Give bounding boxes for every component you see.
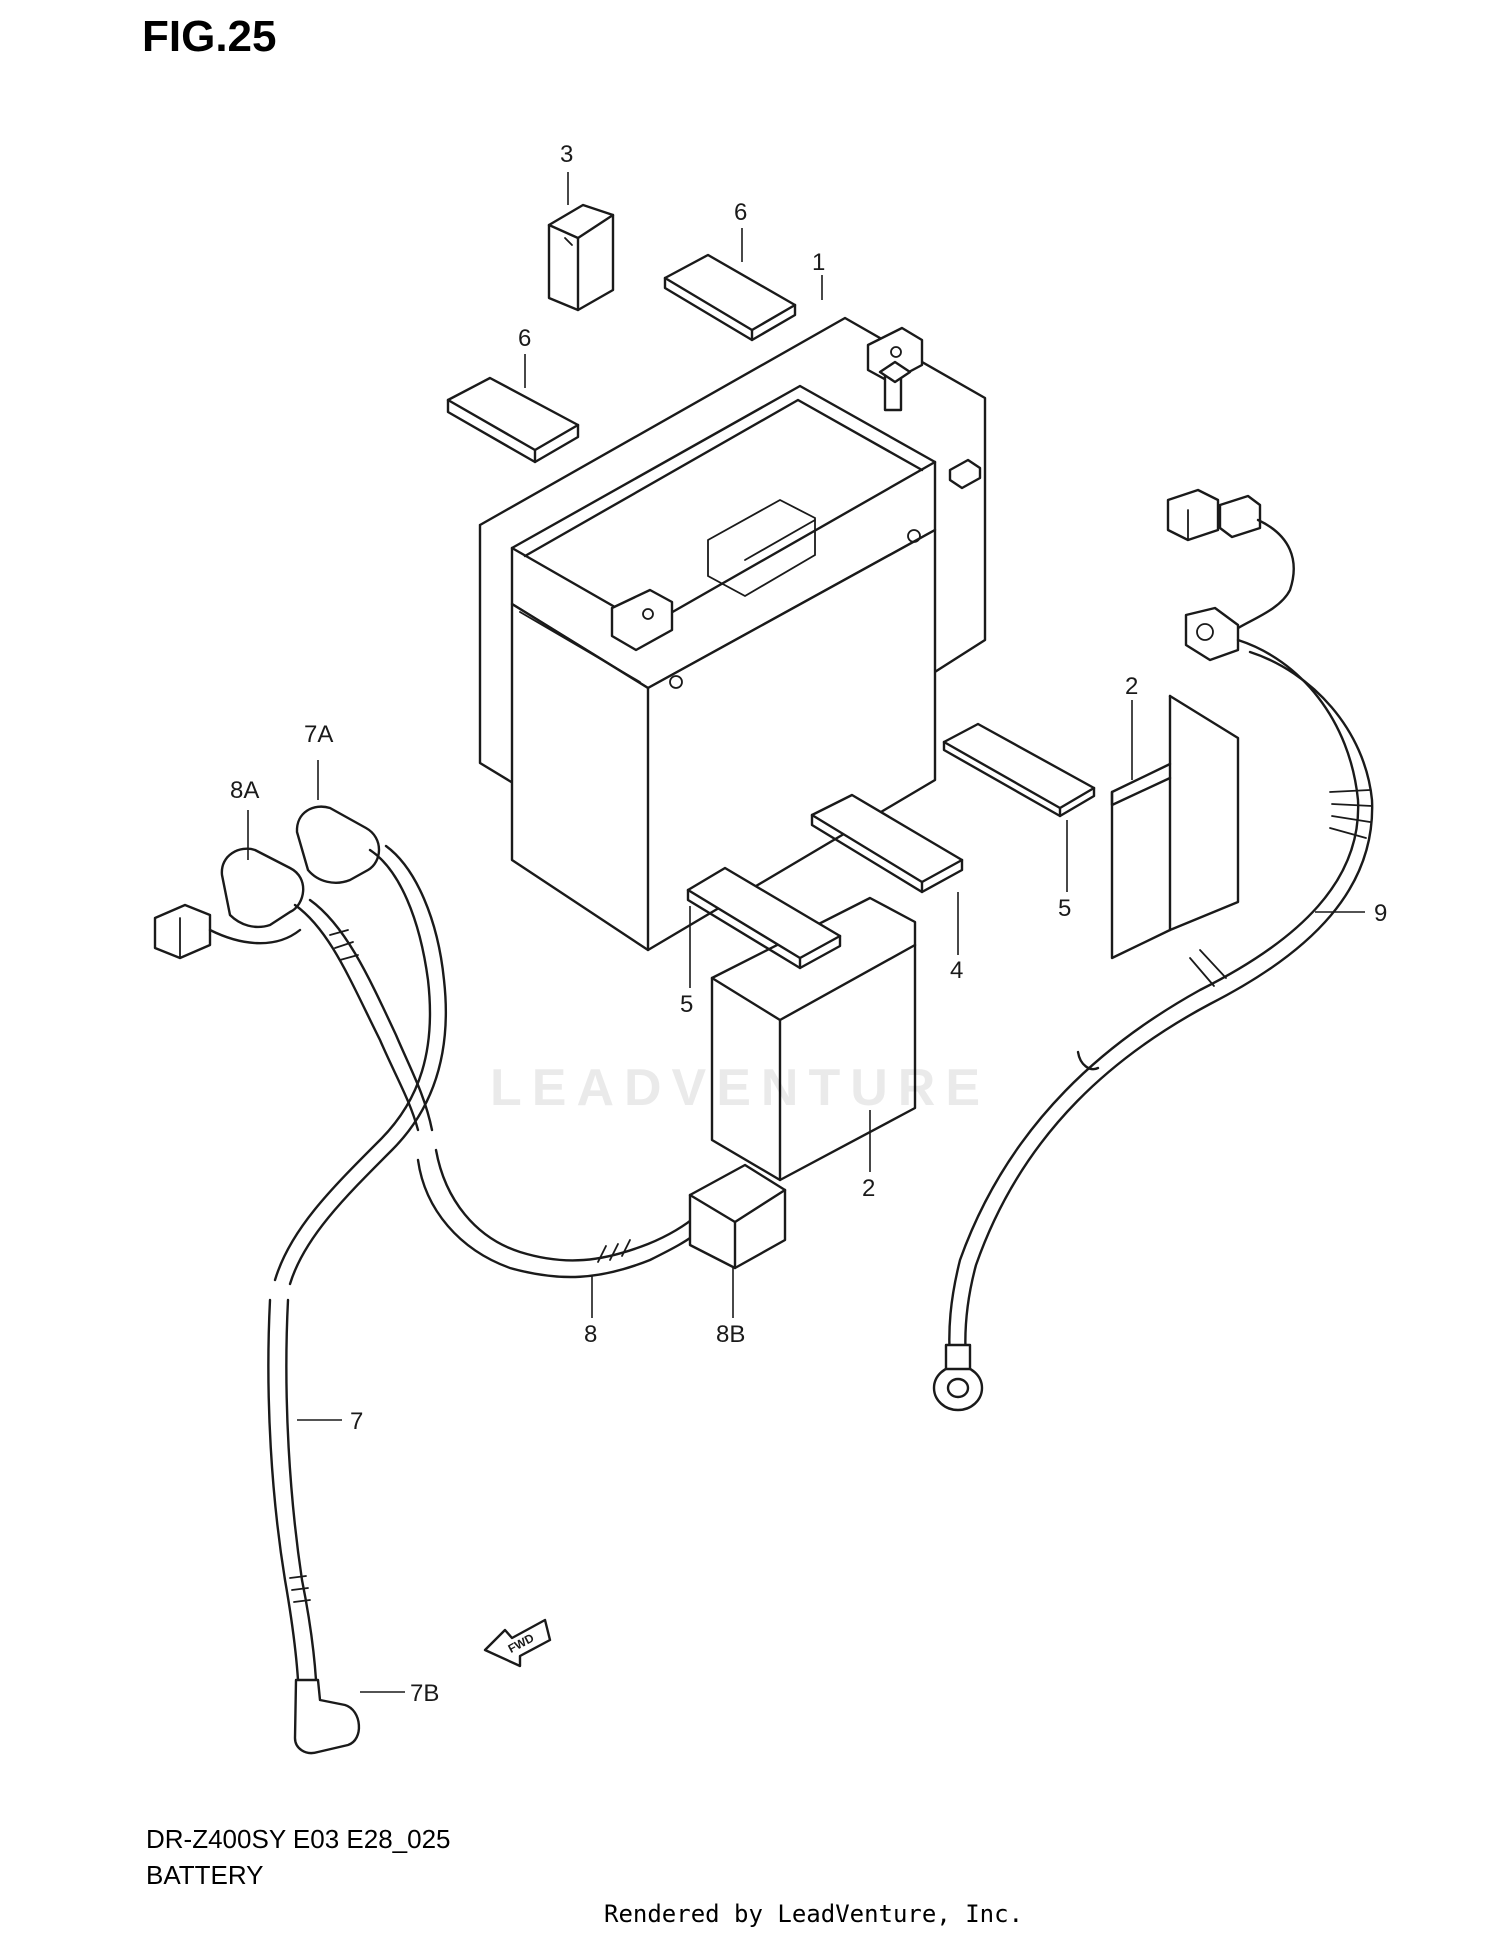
part-8-cable[interactable]: [153, 847, 787, 1279]
callout-4: 4: [950, 957, 963, 984]
cable-7-wrap-marks: [289, 1575, 311, 1603]
model-code: DR-Z400SY E03 E28_025: [146, 1824, 451, 1854]
part-5-pad-center[interactable]: [686, 866, 842, 970]
part-5-pad-right[interactable]: [942, 722, 1096, 818]
part-2-plate-center[interactable]: [710, 896, 917, 1182]
watermark: LEADVENTURE: [490, 1059, 991, 1117]
callout-8b: 8B: [716, 1321, 745, 1348]
cable-9-wrap-marks: [1189, 789, 1373, 987]
part-3-cushion-block[interactable]: [547, 203, 615, 312]
part-2-plate-right[interactable]: [1110, 694, 1240, 960]
battery-assembly-outline: [478, 316, 987, 862]
part-7-cable[interactable]: [267, 805, 448, 1755]
callout-7a: 7A: [304, 721, 333, 748]
callout-7: 7: [350, 1408, 363, 1435]
figure-title: FIG.25: [142, 12, 277, 61]
part-9-cable[interactable]: [932, 488, 1374, 1412]
callout-2-center: 2: [862, 1175, 875, 1202]
section-name: BATTERY: [146, 1860, 264, 1890]
cable-8-wrap-marks: [329, 929, 359, 961]
callout-1: 1: [812, 249, 825, 276]
callout-8a: 8A: [230, 777, 259, 804]
callout-7b: 7B: [410, 1680, 439, 1707]
callout-6-upper: 6: [734, 199, 747, 226]
callout-9: 9: [1374, 900, 1387, 927]
cable-8-boot-wrap: [597, 1239, 631, 1263]
render-credit: Rendered by LeadVenture, Inc.: [604, 1900, 1024, 1928]
callout-5-right: 5: [1058, 895, 1071, 922]
callout-5-center: 5: [680, 991, 693, 1018]
part-6-pad-upper[interactable]: [663, 253, 797, 342]
callout-3: 3: [560, 141, 573, 168]
callout-labels: 1 3 6 6 2 5 4 5 2 9 7A 8A 8 8B 7 7B: [230, 141, 1387, 1707]
part-4-pad[interactable]: [810, 793, 964, 894]
callout-2-right: 2: [1125, 673, 1138, 700]
leader-lines: [247, 172, 1365, 1693]
battery[interactable]: [510, 326, 982, 952]
forward-direction-arrow: FWD: [483, 1618, 552, 1668]
part-6-pad-lower[interactable]: [446, 376, 580, 464]
callout-6-lower: 6: [518, 325, 531, 352]
callout-8: 8: [584, 1321, 597, 1348]
